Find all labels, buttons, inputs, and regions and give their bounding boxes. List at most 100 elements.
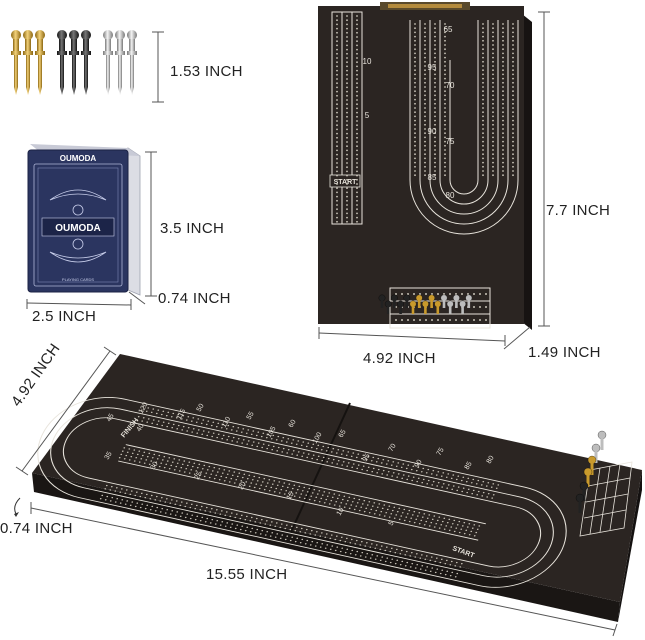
- peg-hole: [444, 31, 446, 34]
- peg-hole: [179, 515, 182, 517]
- peg-hole: [492, 86, 494, 88]
- peg-hole: [205, 423, 208, 426]
- peg-hole: [164, 512, 167, 514]
- peg-hole: [264, 523, 267, 525]
- peg-hole: [492, 107, 494, 109]
- peg-hole: [441, 520, 444, 523]
- peg-hole: [444, 107, 446, 109]
- peg-hole: [298, 485, 301, 488]
- peg-hole: [284, 527, 287, 530]
- peg-hole: [226, 522, 229, 524]
- peg-hole: [214, 523, 217, 525]
- peg-hole: [412, 476, 415, 478]
- peg-hole: [414, 44, 416, 46]
- peg-hole: [479, 293, 481, 295]
- peg-hole: [492, 69, 494, 72]
- peg-hole: [399, 564, 402, 566]
- peg-hole: [346, 65, 348, 68]
- peg-hole: [196, 432, 199, 434]
- peg-hole: [420, 471, 423, 473]
- peg-hole: [162, 421, 165, 423]
- peg-hole: [351, 466, 354, 468]
- peg-hole: [346, 48, 348, 51]
- peg-hole: [220, 427, 223, 429]
- peg-hole: [318, 490, 321, 492]
- peg-hole: [336, 157, 338, 160]
- peg-hole: [444, 119, 446, 122]
- storage-peg: [403, 294, 411, 308]
- card-brand-top: OUMODA: [60, 154, 97, 163]
- peg-hole: [238, 483, 241, 485]
- peg-hole: [400, 549, 403, 552]
- peg-hole: [346, 170, 348, 173]
- peg-hole: [434, 94, 436, 97]
- peg-hole: [479, 306, 481, 308]
- peg-hole: [456, 524, 459, 526]
- peg-hole: [333, 504, 336, 506]
- peg-hole: [139, 495, 142, 498]
- peg-hole: [167, 411, 170, 414]
- peg-hole: [444, 157, 446, 160]
- peg-hole: [409, 555, 412, 557]
- peg-hole: [134, 494, 137, 497]
- peg-hole: [345, 454, 348, 456]
- peg-hole: [492, 111, 494, 114]
- peg-hole: [336, 111, 338, 114]
- peg-hole: [405, 550, 408, 553]
- track-number: 70: [388, 443, 398, 453]
- peg-hole: [385, 512, 388, 514]
- peg-hole: [482, 157, 484, 160]
- peg-hole: [314, 534, 317, 536]
- peg-hole: [449, 564, 452, 566]
- peg-hole: [144, 497, 147, 499]
- peg-hole: [414, 73, 416, 76]
- peg-hole: [414, 161, 416, 164]
- peg-hole: [424, 144, 426, 147]
- peg-hole: [482, 52, 484, 55]
- peg-hole: [161, 459, 164, 461]
- peg-hole: [356, 157, 358, 160]
- peg-hole: [414, 123, 416, 126]
- peg-hole: [444, 44, 446, 46]
- peg-hole: [336, 48, 338, 51]
- peg-hole: [311, 492, 314, 494]
- peg-hole: [450, 477, 453, 480]
- peg-hole: [424, 73, 426, 76]
- peg-hole: [235, 430, 238, 432]
- peg-hole: [437, 293, 439, 295]
- peg-hole: [467, 319, 469, 321]
- peg-hole: [356, 94, 358, 97]
- peg-hole: [414, 556, 417, 558]
- peg-hole: [128, 448, 131, 450]
- peg-hole: [502, 65, 504, 67]
- peg-hole: [422, 478, 425, 481]
- peg-hole: [476, 494, 479, 496]
- peg-hole: [269, 535, 272, 537]
- peg-hole: [502, 86, 504, 88]
- peg-hole: [512, 27, 514, 30]
- peg-hole: [424, 558, 427, 560]
- peg-hole: [325, 450, 328, 452]
- peg-hole: [346, 136, 348, 139]
- peg-hole: [444, 23, 446, 25]
- peg-hole: [388, 516, 391, 518]
- peg-hole: [414, 149, 416, 151]
- track-number: 90: [414, 459, 424, 469]
- peg-hole: [414, 567, 417, 569]
- peg-hole: [306, 456, 309, 459]
- peg-hole: [290, 491, 293, 493]
- peg-hole: [416, 480, 419, 483]
- peg-hole: [121, 499, 124, 501]
- peg-hole: [203, 464, 206, 467]
- peg-hole: [356, 15, 358, 17]
- peg-hole: [432, 470, 435, 472]
- peg-hole: [275, 439, 278, 441]
- peg-hole: [230, 429, 233, 431]
- storage-peg: [384, 300, 392, 314]
- peg-hole: [356, 19, 358, 22]
- peg-hole: [461, 319, 463, 321]
- peg-hole: [420, 554, 423, 556]
- peg-hole: [427, 468, 430, 471]
- peg-hole: [417, 477, 420, 479]
